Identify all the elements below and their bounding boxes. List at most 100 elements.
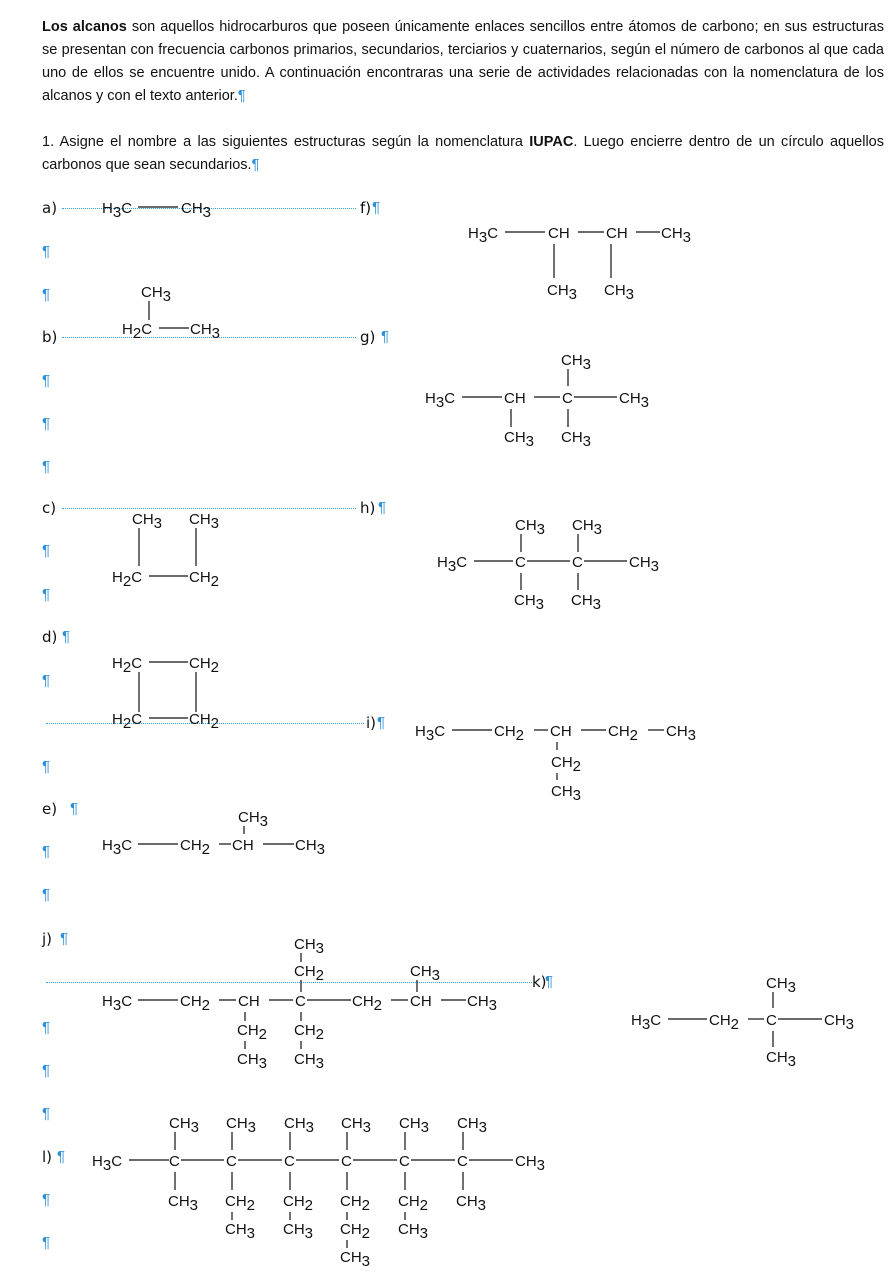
chem-group-ch3: CH3 bbox=[226, 1115, 256, 1136]
pilcrow-mark: ¶ bbox=[237, 88, 246, 104]
chem-group-ch2: CH2 bbox=[608, 723, 638, 744]
chem-group-c: C bbox=[226, 1153, 237, 1170]
chem-group-ch3: CH3 bbox=[824, 1012, 854, 1033]
chem-group-h3c: H3C bbox=[92, 1153, 122, 1174]
chem-group-h2c: H2C bbox=[112, 711, 142, 732]
chem-group-ch3: CH3 bbox=[169, 1115, 199, 1136]
pilcrow-mark: ¶ bbox=[42, 372, 51, 389]
chem-group-h3c: H3C bbox=[468, 225, 498, 246]
chem-group-ch3: CH3 bbox=[551, 783, 581, 804]
chem-group-c: C bbox=[515, 554, 526, 571]
chem-group-c: C bbox=[766, 1012, 777, 1029]
chem-group-ch3: CH3 bbox=[294, 936, 324, 957]
chem-group-ch2: CH2 bbox=[180, 993, 210, 1014]
chem-group-ch3: CH3 bbox=[629, 554, 659, 575]
chem-group-ch3: CH3 bbox=[294, 1051, 324, 1072]
pilcrow-mark: ¶ bbox=[42, 1019, 51, 1036]
chem-group-ch3: CH3 bbox=[295, 837, 325, 858]
pilcrow-mark: ¶ bbox=[42, 1191, 51, 1208]
dotted-leader bbox=[46, 723, 364, 724]
chem-group-ch2: CH2 bbox=[340, 1193, 370, 1214]
chem-group-ch2: CH2 bbox=[294, 1022, 324, 1043]
label-e: e) bbox=[42, 800, 58, 818]
pilcrow-mark: ¶ bbox=[42, 886, 51, 903]
chem-group-c: C bbox=[457, 1153, 468, 1170]
chem-group-ch2: CH2 bbox=[283, 1193, 313, 1214]
label-a: a) bbox=[42, 199, 58, 217]
chem-group-ch3: CH3 bbox=[237, 1051, 267, 1072]
pilcrow-mark: ¶ bbox=[251, 157, 260, 173]
chem-group-ch2: CH2 bbox=[237, 1022, 267, 1043]
chem-group-ch2: CH2 bbox=[709, 1012, 739, 1033]
question-bold-word: IUPAC bbox=[529, 134, 574, 150]
chem-group-h2c: H2C bbox=[112, 655, 142, 676]
chem-group-ch2: CH2 bbox=[340, 1221, 370, 1242]
chem-group-ch3: CH3 bbox=[181, 200, 211, 221]
chem-group-ch3: CH3 bbox=[561, 429, 591, 450]
chem-group-h2c: H2C bbox=[122, 321, 152, 342]
dotted-leader bbox=[46, 982, 532, 983]
question-suffix: . Luego encierre dentro de un círculo aq… bbox=[42, 134, 884, 173]
question-prefix: 1. Asigne el nombre a las siguientes est… bbox=[42, 134, 530, 150]
pilcrow-mark: ¶ bbox=[42, 843, 51, 860]
pilcrow-mark: ¶ bbox=[42, 243, 51, 260]
label-h: h) bbox=[360, 499, 376, 517]
pilcrow-mark: ¶ bbox=[545, 973, 554, 990]
pilcrow-mark: ¶ bbox=[42, 1062, 51, 1079]
pilcrow-mark: ¶ bbox=[60, 930, 69, 947]
chem-group-ch3: CH3 bbox=[572, 517, 602, 538]
chem-group-ch3: CH3 bbox=[604, 282, 634, 303]
chem-group-ch: CH bbox=[238, 993, 260, 1010]
chem-group-ch3: CH3 bbox=[504, 429, 534, 450]
chem-group-c: C bbox=[284, 1153, 295, 1170]
chem-group-ch2: CH2 bbox=[494, 723, 524, 744]
chem-group-ch3: CH3 bbox=[190, 321, 220, 342]
chem-group-ch3: CH3 bbox=[398, 1221, 428, 1242]
chem-group-ch3: CH3 bbox=[515, 517, 545, 538]
chem-group-h3c: H3C bbox=[102, 993, 132, 1014]
label-l: l) bbox=[42, 1148, 53, 1166]
chem-group-ch3: CH3 bbox=[666, 723, 696, 744]
chem-group-ch3: CH3 bbox=[561, 352, 591, 373]
label-b: b) bbox=[42, 328, 58, 346]
chem-group-ch3: CH3 bbox=[514, 592, 544, 613]
pilcrow-mark: ¶ bbox=[381, 328, 390, 345]
pilcrow-mark: ¶ bbox=[57, 1148, 66, 1165]
chem-group-ch2: CH2 bbox=[294, 963, 324, 984]
pilcrow-mark: ¶ bbox=[42, 586, 51, 603]
chem-group-ch3: CH3 bbox=[340, 1249, 370, 1270]
chem-group-ch: CH bbox=[606, 225, 628, 242]
chem-group-ch3: CH3 bbox=[225, 1221, 255, 1242]
dotted-leader bbox=[62, 208, 356, 209]
chem-group-ch3: CH3 bbox=[457, 1115, 487, 1136]
pilcrow-mark: ¶ bbox=[42, 758, 51, 775]
question-1: 1. Asigne el nombre a las siguientes est… bbox=[42, 131, 884, 177]
chem-group-ch3: CH3 bbox=[766, 975, 796, 996]
chem-group-h3c: H3C bbox=[631, 1012, 661, 1033]
label-d: d) bbox=[42, 628, 58, 646]
chem-group-ch3: CH3 bbox=[399, 1115, 429, 1136]
pilcrow-mark: ¶ bbox=[42, 1234, 51, 1251]
chem-group-h3c: H3C bbox=[425, 390, 455, 411]
label-c: c) bbox=[42, 499, 57, 517]
chem-group-ch3: CH3 bbox=[547, 282, 577, 303]
chem-group-ch2: CH2 bbox=[189, 711, 219, 732]
chem-group-ch3: CH3 bbox=[189, 511, 219, 532]
chem-group-ch2: CH2 bbox=[189, 655, 219, 676]
pilcrow-mark: ¶ bbox=[42, 286, 51, 303]
dotted-leader bbox=[62, 337, 356, 338]
chem-group-ch3: CH3 bbox=[132, 511, 162, 532]
chem-group-ch2: CH2 bbox=[398, 1193, 428, 1214]
chem-group-c: C bbox=[169, 1153, 180, 1170]
dotted-leader bbox=[62, 508, 356, 509]
intro-paragraph: Los alcanos son aquellos hidrocarburos q… bbox=[42, 16, 884, 108]
chem-group-ch3: CH3 bbox=[661, 225, 691, 246]
chem-group-ch2: CH2 bbox=[180, 837, 210, 858]
chem-group-ch3: CH3 bbox=[168, 1193, 198, 1214]
intro-bold-lead: Los alcanos bbox=[42, 19, 127, 35]
chem-group-ch3: CH3 bbox=[284, 1115, 314, 1136]
chem-group-ch3: CH3 bbox=[141, 284, 171, 305]
chem-group-ch2: CH2 bbox=[551, 754, 581, 775]
pilcrow-mark: ¶ bbox=[42, 415, 51, 432]
